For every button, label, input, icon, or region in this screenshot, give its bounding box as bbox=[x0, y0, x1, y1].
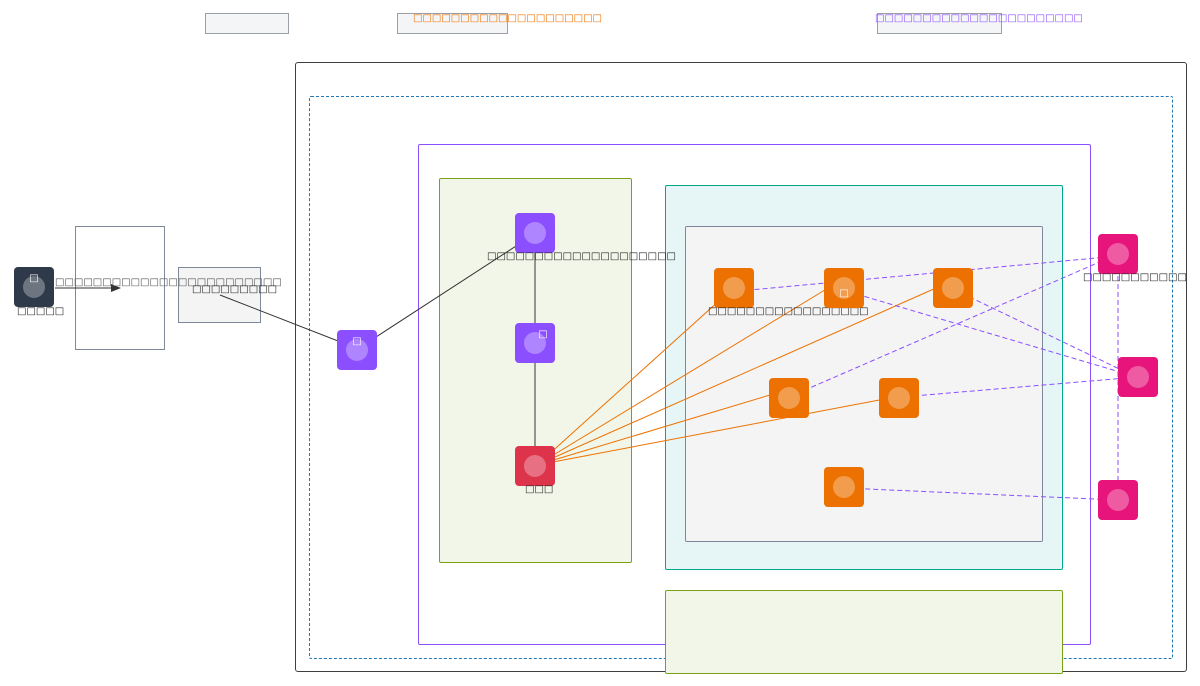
orange-node-5[interactable] bbox=[879, 378, 919, 418]
orange-node-6[interactable] bbox=[824, 467, 864, 507]
user-node-disc bbox=[23, 276, 45, 298]
boundary-label: □□□□□□□□□ bbox=[192, 284, 278, 295]
orange-node-3[interactable] bbox=[933, 268, 973, 308]
orange-node-5-disc bbox=[888, 387, 910, 409]
entry-node[interactable]: □ bbox=[337, 330, 377, 370]
pink-node-mid-disc bbox=[1127, 366, 1149, 388]
pink-node-bottom-disc bbox=[1107, 489, 1129, 511]
orange-node-1-disc bbox=[723, 277, 745, 299]
legend-orange-box bbox=[397, 13, 508, 34]
edge-pinkmid-to-orange-2 bbox=[835, 286, 1131, 376]
top-purple-node-disc bbox=[524, 222, 546, 244]
user-icon: □ bbox=[29, 273, 39, 284]
pink-node-top-disc bbox=[1107, 243, 1129, 265]
legend-orange-text: □□□□□□□□□□□□□□□□□□□□ bbox=[413, 13, 602, 24]
top-purple-node[interactable] bbox=[515, 213, 555, 253]
user-label: □□□□□ bbox=[17, 306, 65, 317]
edge-pinktop-to-orange-1 bbox=[727, 255, 1119, 296]
pink-node-mid[interactable] bbox=[1118, 357, 1158, 397]
orange-node-4[interactable] bbox=[769, 378, 809, 418]
mid-purple-node-disc bbox=[524, 332, 546, 354]
pink-node-bottom[interactable] bbox=[1098, 480, 1138, 520]
top-purple-label: □□□□□□□□□□□□□□□□□□□□ bbox=[487, 251, 676, 262]
orange-node-6-disc bbox=[833, 476, 855, 498]
edge-red-to-orange-5 bbox=[536, 397, 891, 466]
edge-orange-5-to-pinkmid bbox=[889, 372, 1139, 399]
legend-plain-box bbox=[205, 13, 289, 34]
edge-boundary-to-entry bbox=[219, 294, 357, 349]
red-label: □□□ bbox=[525, 484, 554, 495]
edge-red-to-orange-1 bbox=[536, 299, 721, 466]
edge-red-to-orange-3 bbox=[536, 283, 946, 466]
entry-node-disc bbox=[346, 339, 368, 361]
boundary-box bbox=[178, 267, 261, 323]
legend-purple-box bbox=[877, 13, 1002, 34]
legend-purple-text: □□□□□□□□□□□□□□□□□□□□□□ bbox=[875, 13, 1083, 24]
green-group-bottom bbox=[665, 590, 1063, 674]
pink-node-top[interactable] bbox=[1098, 234, 1138, 274]
orange-node-3-disc bbox=[942, 277, 964, 299]
mid-purple-icon: □ bbox=[538, 329, 548, 340]
edge-orange-3-to-pinkmid bbox=[954, 289, 1137, 378]
orange-node-4-disc bbox=[778, 387, 800, 409]
orange-node-2[interactable]: □ bbox=[824, 268, 864, 308]
orange-node-1[interactable] bbox=[714, 268, 754, 308]
edge-orange-4-to-pinktop bbox=[781, 253, 1119, 401]
edge-entry-to-top bbox=[355, 234, 534, 351]
orange-node-2-icon: □ bbox=[839, 288, 849, 299]
orange-node-2-disc bbox=[833, 277, 855, 299]
edge-red-to-orange-4 bbox=[536, 391, 781, 466]
red-node[interactable] bbox=[515, 446, 555, 486]
mid-purple-node[interactable]: □ bbox=[515, 323, 555, 363]
entry-icon: □ bbox=[352, 336, 362, 347]
edge-pinkbot-to-orange-6 bbox=[843, 483, 1119, 501]
edge-red-to-orange-2 bbox=[536, 281, 839, 466]
orange-group-label: □□□□□□□□□□□□□□□□□ bbox=[708, 306, 869, 317]
user-node[interactable]: □ bbox=[14, 267, 54, 307]
red-node-disc bbox=[524, 455, 546, 477]
user-edge-label: □□□□□□□□□□□□□□□□□□□□□□□□ bbox=[55, 277, 282, 288]
pink-top-label: □□□□□□□□□□□ bbox=[1083, 272, 1187, 283]
